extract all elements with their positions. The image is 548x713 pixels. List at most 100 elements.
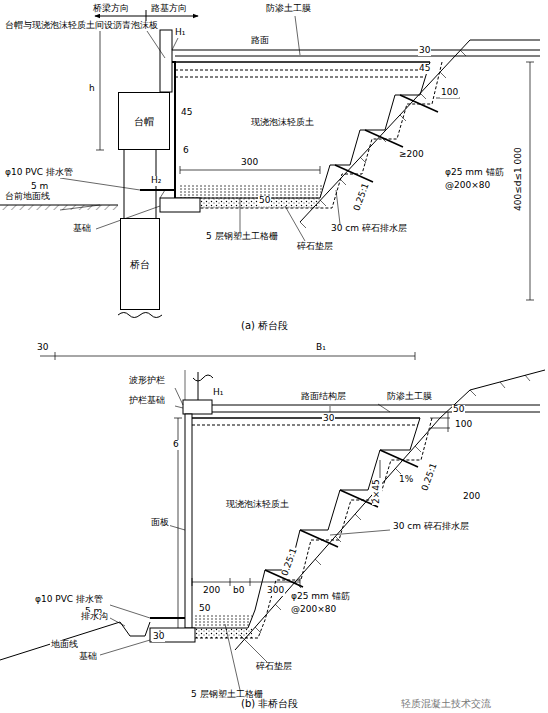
- sub-caption: (b) 非桥台段: [240, 698, 299, 709]
- annotation-label: 200: [202, 586, 221, 596]
- annotation-label: B₁: [315, 343, 327, 353]
- abutment-pile-box: 桥台: [120, 218, 160, 310]
- annotation-label: 桥梁方向: [92, 4, 130, 14]
- annotation-label: 碎石垫层: [296, 242, 334, 252]
- annotation-label: H₁: [212, 388, 224, 398]
- foam-body-outline: [192, 418, 420, 628]
- annotation-label: 50: [198, 604, 211, 614]
- slope-hatch: [300, 50, 466, 228]
- anchor-bar: [335, 95, 438, 182]
- road-layers: [172, 50, 540, 62]
- annotation-label: 地面线: [50, 640, 79, 650]
- dimension-h: [96, 30, 104, 150]
- foundation: [150, 628, 195, 642]
- face-panel: [185, 414, 192, 628]
- annotation-label: 护栏基础: [128, 396, 166, 406]
- gravel-cushion: [192, 628, 252, 638]
- annotation-label: 基础: [72, 224, 92, 234]
- watermark: 轻质混凝土技术交流: [400, 698, 492, 709]
- geogrid-layers: [180, 186, 322, 198]
- anchor-bar: [265, 450, 418, 587]
- natural-slope: [300, 40, 540, 222]
- annotation-label: 45: [180, 108, 193, 118]
- gravel-drain-layer: [175, 62, 442, 208]
- membrane-line: [192, 425, 418, 426]
- extension-line: [185, 370, 186, 400]
- annotation-label: 台前地面线: [4, 192, 51, 202]
- annotation-label: 0.25:1: [352, 181, 372, 213]
- leader-line: [100, 388, 390, 690]
- foam-body-outline: [175, 62, 430, 198]
- annotation-label: 排水沟: [80, 612, 109, 622]
- annotation-label: 30: [152, 632, 165, 642]
- dimension-50: [430, 412, 450, 432]
- pvc-drain-pipe: [140, 189, 175, 191]
- annotation-label: 200: [462, 492, 481, 502]
- dimension-bottom: [192, 578, 300, 586]
- dimension-d: [526, 62, 534, 300]
- annotation-label: 45: [418, 64, 431, 74]
- annotation-label: 路基方向: [150, 4, 188, 14]
- annotation-label: 台帽与现浇泡沫轻质土间设沥青泡沫板: [4, 21, 159, 31]
- annotation-label: 50: [452, 405, 465, 415]
- annotation-label: 30: [322, 414, 335, 424]
- annotation-label: ≥200: [398, 150, 425, 160]
- annotation-label: 路面结构层: [300, 392, 347, 402]
- annotation-label: 100: [440, 88, 459, 98]
- annotation-label: H₁: [174, 28, 186, 38]
- back-wall: [160, 30, 172, 92]
- slope-hatch: [255, 375, 530, 633]
- bridge-abutment-section: [0, 10, 540, 318]
- abutment-cap-box: 台帽: [118, 92, 170, 150]
- pile-break: [118, 313, 162, 318]
- annotation-label: 5 m: [30, 182, 49, 192]
- dimension-b1: [40, 352, 415, 360]
- guardrail-base: [183, 400, 212, 414]
- annotation-label: 30: [36, 343, 49, 353]
- pvc-drain-pipe: [150, 617, 185, 619]
- annotation-label: 0.25:1: [280, 546, 300, 578]
- annotation-label: 面板: [150, 518, 170, 528]
- annotation-label: 1%: [398, 475, 414, 485]
- annotation-label: φ10 PVC 排水管: [4, 168, 74, 178]
- foundation: [160, 198, 200, 212]
- annotation-label: @200×80: [444, 181, 491, 191]
- annotation-label: 防渗土工膜: [386, 392, 433, 402]
- annotation-label: 400≤d≤1 000: [514, 146, 524, 212]
- annotation-label: 6: [172, 440, 180, 450]
- annotation-label: 路面: [250, 36, 270, 46]
- membrane-line: [175, 70, 425, 77]
- drainage-ditch: [120, 622, 150, 636]
- annotation-label: 5 层钢塑土工格栅: [205, 232, 279, 242]
- annotation-label: 30 cm 碎石排水层: [392, 522, 470, 532]
- annotation-label: 30 cm 碎石排水层: [330, 224, 408, 234]
- annotation-label: @200×80: [290, 605, 337, 615]
- annotation-label: 300: [266, 586, 285, 596]
- guardrail: [193, 372, 213, 402]
- annotation-label: h: [88, 84, 96, 94]
- annotation-label: φ10 PVC 排水管: [34, 595, 104, 605]
- ground-hatch: [0, 205, 118, 210]
- annotation-label: 防渗土工膜: [265, 4, 312, 14]
- annotation-label: φ25 mm 锚筋: [290, 592, 351, 602]
- annotation-label: b0: [232, 586, 245, 596]
- road-layers: [192, 405, 540, 418]
- sub-caption: (a) 桥台段: [240, 320, 289, 331]
- annotation-label: 基础: [78, 652, 98, 662]
- annotation-label: 30: [418, 46, 431, 56]
- annotation-label: 现浇泡沫轻质土: [250, 118, 315, 128]
- annotation-label: 波形护栏: [128, 376, 166, 386]
- annotation-label: 6: [182, 146, 190, 156]
- annotation-label: 0.25:1: [420, 461, 440, 493]
- geogrid-layers: [195, 616, 252, 625]
- asphalt-foam-board: [172, 62, 175, 198]
- annotation-label: H₂: [150, 176, 162, 186]
- annotation-label: 碎石垫层: [255, 662, 293, 672]
- leader-line: [60, 16, 340, 241]
- annotation-label: 2×45: [372, 478, 382, 505]
- annotation-label: 现浇泡沫轻质土: [225, 500, 290, 510]
- node-label: 桥台: [130, 259, 150, 270]
- node-label: 台帽: [134, 116, 154, 127]
- annotation-label: φ25 mm 锚筋: [444, 168, 505, 178]
